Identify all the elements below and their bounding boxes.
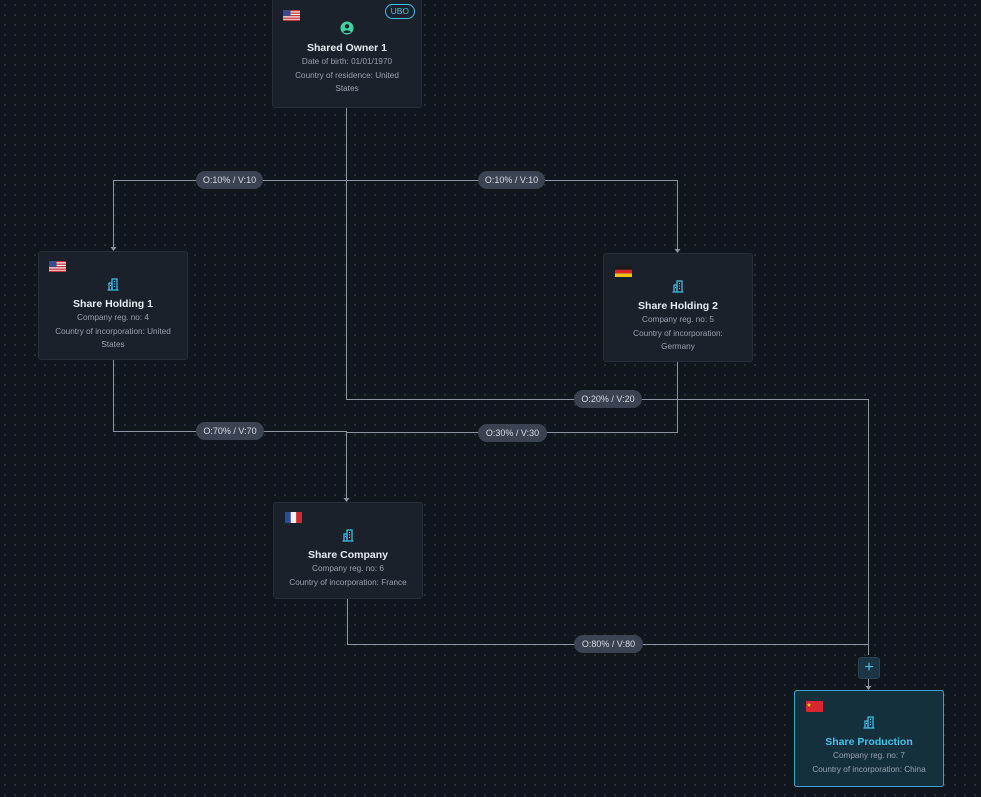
china-flag-icon	[806, 701, 823, 712]
country-of-incorporation: Country of incorporation: United States	[55, 326, 171, 350]
building-icon	[671, 279, 685, 293]
edge-company-to-production	[347, 598, 869, 645]
edge-owner-to-production	[346, 180, 869, 655]
ubo-badge: UBO	[384, 4, 415, 19]
country-of-incorporation: Country of incorporation: Germany	[633, 328, 723, 352]
germany-flag-icon	[615, 266, 632, 277]
edge-holding2-to-company	[346, 362, 678, 433]
us-flag-icon	[49, 261, 66, 272]
edge-label-holding1-to-company[interactable]: O:70% / V:70	[196, 422, 264, 440]
node-share-production[interactable]: Share Production Company reg. no: 7 Coun…	[794, 690, 944, 787]
arrowhead	[110, 247, 117, 251]
node-title: Shared Owner 1	[307, 42, 387, 54]
edge-label-holding2-to-company[interactable]: O:30% / V:30	[478, 424, 547, 442]
date-of-birth: Date of birth: 01/01/1970	[301, 57, 393, 66]
node-shared-owner-1[interactable]: UBO Shared Owner 1 Date of birth: 01/01/…	[272, 0, 422, 108]
node-title: Share Company	[308, 549, 388, 561]
company-reg-no: Company reg. no: 6	[312, 564, 384, 573]
building-icon	[862, 715, 876, 729]
node-share-holding-1[interactable]: Share Holding 1 Company reg. no: 4 Count…	[38, 251, 188, 360]
country-of-residence: Country of residence: United States	[295, 70, 399, 94]
company-reg-no: Company reg. no: 7	[833, 751, 905, 760]
node-share-holding-2[interactable]: Share Holding 2 Company reg. no: 5 Count…	[603, 253, 753, 362]
edge-label-owner-to-holding2[interactable]: O:10% / V:10	[478, 171, 545, 189]
building-icon	[341, 528, 355, 542]
company-reg-no: Company reg. no: 5	[642, 315, 714, 324]
edge-label-owner-to-production[interactable]: O:20% / V:20	[574, 390, 642, 408]
node-title: Share Holding 1	[73, 298, 153, 310]
us-flag-icon	[283, 10, 300, 21]
node-share-company[interactable]: Share Company Company reg. no: 6 Country…	[273, 502, 423, 599]
arrowhead	[674, 249, 681, 253]
arrowhead	[343, 498, 350, 502]
company-reg-no: Company reg. no: 4	[77, 313, 149, 322]
edge-owner-to-holding2	[346, 180, 678, 251]
edge-label-owner-to-holding1[interactable]: O:10% / V:10	[196, 171, 263, 189]
country-of-incorporation: Country of incorporation: China	[812, 764, 926, 774]
add-node-button[interactable]: +	[858, 657, 880, 679]
france-flag-icon	[285, 512, 302, 523]
building-icon	[106, 277, 120, 291]
node-title: Share Production	[825, 736, 913, 748]
person-icon	[340, 21, 354, 35]
node-title: Share Holding 2	[638, 300, 718, 312]
arrowhead	[865, 686, 872, 690]
edge-label-company-to-production[interactable]: O:80% / V:80	[574, 635, 643, 653]
country-of-incorporation: Country of incorporation: France	[289, 577, 407, 587]
